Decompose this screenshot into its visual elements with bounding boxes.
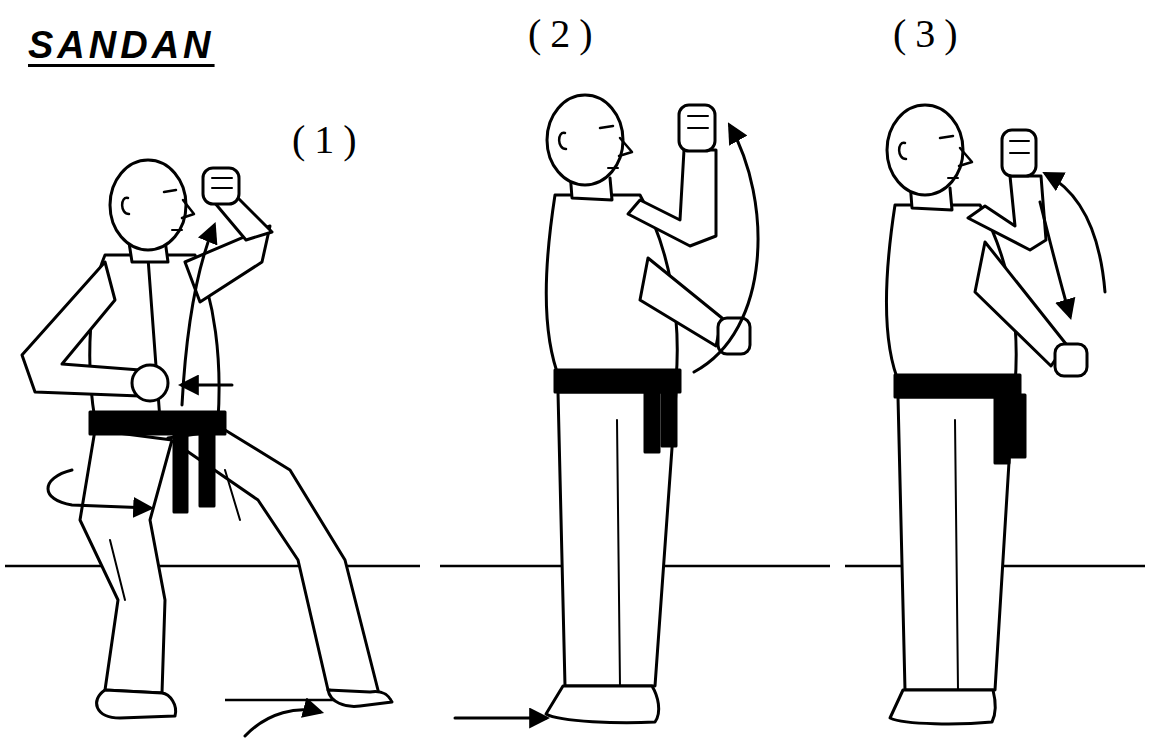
- figure-three: [890, 690, 995, 724]
- figure-three: [959, 148, 972, 166]
- motion-arrow: [1046, 174, 1105, 292]
- figure-three: [1055, 344, 1087, 376]
- figure-one: [164, 190, 176, 192]
- figure-one: [200, 430, 214, 506]
- figure-one: [174, 430, 187, 512]
- figure-two: [546, 95, 750, 723]
- title: SANDAN: [28, 24, 215, 67]
- figure-one: [132, 365, 168, 401]
- figure-three: [1002, 130, 1036, 176]
- figure-two: [617, 420, 620, 686]
- step-number: (1): [292, 116, 366, 163]
- figure-three: [955, 420, 958, 690]
- motion-arrow: [1040, 202, 1070, 316]
- figure-two: [608, 167, 618, 169]
- motion-arrow: [455, 126, 758, 718]
- figure-one: [182, 200, 194, 218]
- figure-two: [645, 390, 659, 452]
- figure-one: [328, 690, 392, 706]
- motion-arrow: [182, 384, 232, 387]
- figure-three: [948, 177, 958, 179]
- motion-arrow: [182, 226, 214, 405]
- figure-three: [1011, 395, 1025, 457]
- figure-one: [110, 470, 240, 600]
- motion-arrow: [1040, 174, 1105, 316]
- figure-three: [940, 136, 953, 138]
- figure-three: [886, 105, 1087, 724]
- figure-two: [679, 105, 715, 151]
- step-number: (3): [893, 10, 967, 57]
- figure-one: [168, 430, 380, 698]
- figure-three: [968, 176, 1046, 250]
- figure-two: [628, 150, 716, 246]
- motion-arrow: [694, 126, 758, 372]
- figure-three: [1010, 141, 1029, 153]
- figure-one: [97, 690, 176, 718]
- figure-two: [600, 126, 613, 128]
- figure-one: [80, 430, 172, 693]
- figure-three: [899, 143, 906, 159]
- figure-two: [547, 95, 623, 185]
- figure-two: [555, 370, 680, 392]
- figure-one: [172, 229, 182, 231]
- ground-line: [5, 565, 420, 568]
- figure-three: [975, 242, 1066, 366]
- figure-three: [995, 395, 1009, 463]
- figure-one: [22, 160, 392, 718]
- figure-two: [546, 686, 659, 723]
- figure-one: [110, 160, 186, 250]
- figure-three: [887, 105, 963, 195]
- motion-arrow: [245, 710, 320, 736]
- figure-one: [203, 168, 239, 204]
- motion-arrow: [48, 470, 150, 508]
- figure-one: [22, 262, 140, 396]
- figure-two: [640, 258, 722, 346]
- figure-two: [559, 133, 566, 149]
- figure-two: [662, 390, 676, 446]
- figure-two: [619, 138, 632, 156]
- step-number: (2): [528, 10, 602, 57]
- figure-two: [688, 116, 708, 128]
- motion-arrow: [48, 226, 320, 736]
- motion-arrow: [455, 717, 546, 720]
- figure-one: [212, 178, 232, 188]
- figure-one: [122, 198, 129, 214]
